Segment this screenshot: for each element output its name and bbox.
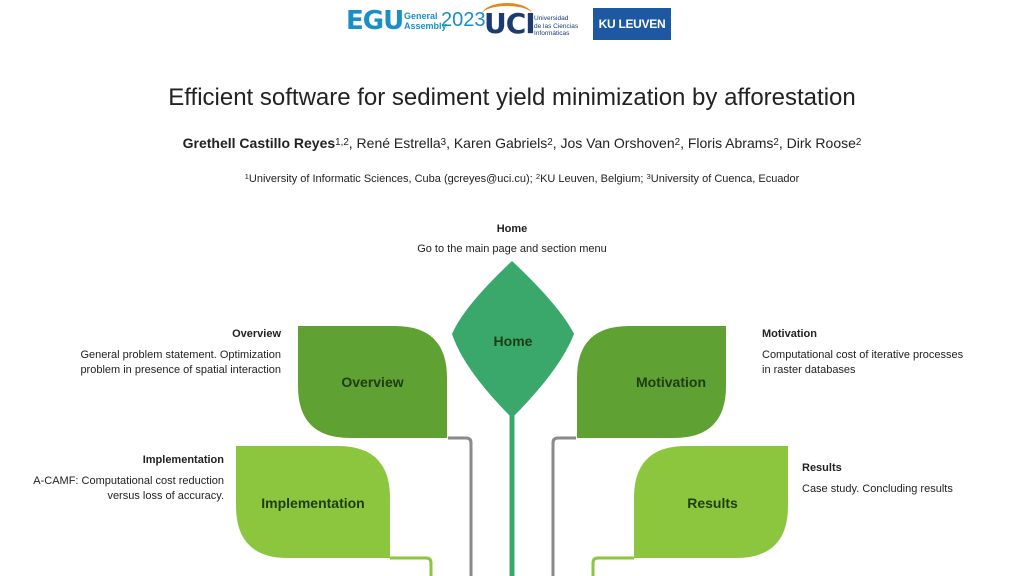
uci-swoosh-icon xyxy=(482,3,532,26)
overview-leaf[interactable] xyxy=(298,326,447,438)
author-name: , Jos Van Orshoven xyxy=(552,135,675,151)
author-name: , Dirk Roose xyxy=(778,135,856,151)
author-name: Grethell Castillo Reyes xyxy=(182,135,336,151)
affiliations: 1University of Informatic Sciences, Cuba… xyxy=(244,172,800,185)
results-leaf-label[interactable]: Results xyxy=(687,495,738,511)
implementation-leaf[interactable] xyxy=(236,446,390,558)
uci-logo-mark: UCI xyxy=(484,7,536,40)
home-section-desc: Go to the main page and section menu xyxy=(417,243,607,255)
results-section-title: Results xyxy=(802,462,842,474)
home-leaf-label[interactable]: Home xyxy=(493,333,533,349)
ku-leuven-logo: KU LEUVEN xyxy=(593,8,671,40)
egu-logo-subtitle: General Assembly xyxy=(404,11,447,31)
motivation-leaf[interactable] xyxy=(577,326,726,438)
motivation-leaf-label[interactable]: Motivation xyxy=(636,374,706,390)
home-section-title: Home xyxy=(496,223,528,235)
implementation-leaf-label[interactable]: Implementation xyxy=(261,495,365,511)
uci-logo-subtitle: Universidad de las Ciencias Informáticas xyxy=(534,15,579,37)
overview-leaf-label[interactable]: Overview xyxy=(341,374,404,390)
egu-logo-year: 2023 xyxy=(441,9,486,31)
author-name: , Karen Gabriels xyxy=(446,135,548,151)
motivation-section-desc: Computational cost of iterative processe… xyxy=(762,349,964,376)
egu-logo: EGU General Assembly 2023 xyxy=(346,6,486,40)
results-leaf[interactable] xyxy=(634,446,788,558)
results-section-desc: Case study. Concluding results xyxy=(802,483,953,495)
author-list: Grethell Castillo Reyes1,2, René Estrell… xyxy=(182,135,862,151)
egu-logo-mark: EGU xyxy=(346,6,404,36)
overview-branch xyxy=(448,436,473,576)
motivation-branch xyxy=(551,436,576,576)
page-title: Efficient software for sediment yield mi… xyxy=(168,84,856,111)
implementation-branch xyxy=(390,556,433,576)
author-name: , Floris Abrams xyxy=(680,135,774,151)
overview-section-title: Overview xyxy=(232,328,281,340)
overview-section-desc: General problem statement. Optimization … xyxy=(80,349,281,376)
logo-bar: EGU General Assembly 2023 UCI Universida… xyxy=(0,2,1024,42)
results-branch xyxy=(591,556,634,576)
implementation-section-desc: A-CAMF: Computational cost reduction ver… xyxy=(33,475,224,502)
motivation-section-title: Motivation xyxy=(762,328,817,340)
uci-logo: UCI Universidad de las Ciencias Informát… xyxy=(482,3,580,41)
home-leaf[interactable] xyxy=(452,261,574,418)
author-name: , René Estrella xyxy=(348,135,441,151)
implementation-section-title: Implementation xyxy=(142,454,224,466)
